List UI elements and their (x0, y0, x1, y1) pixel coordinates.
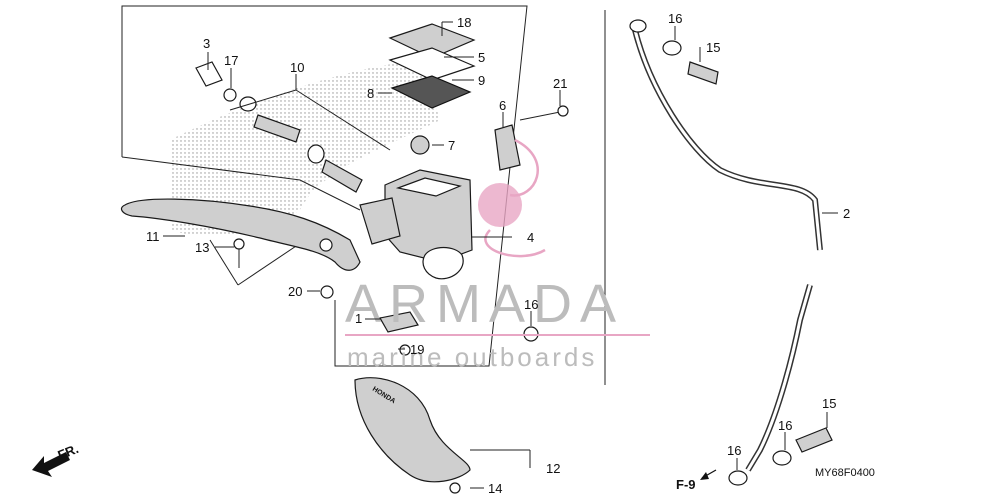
front-arrow-icon (32, 452, 70, 477)
callout-19: 19 (410, 342, 424, 357)
diagram-code: MY68F0400 (815, 467, 875, 479)
callout-16d: 16 (778, 418, 792, 433)
callout-10: 10 (290, 60, 304, 75)
callouts: 1 2 3 4 5 6 7 8 9 10 11 12 13 14 15 15 1… (146, 11, 850, 496)
watermark-brand: ARMADA (345, 274, 624, 334)
callout-14: 14 (488, 481, 502, 496)
front-label: FR. (56, 441, 81, 463)
callout-9: 9 (478, 73, 485, 88)
small-parts (233, 105, 569, 356)
callout-21: 21 (553, 76, 567, 91)
callout-5: 5 (478, 50, 485, 65)
callout-8: 8 (367, 86, 374, 101)
reservoir-cap (388, 23, 476, 109)
front-direction: FR. (32, 441, 81, 477)
watermark: ARMADA marine outboards (345, 138, 650, 372)
callout-17: 17 (224, 53, 238, 68)
callout-7: 7 (448, 138, 455, 153)
master-cylinder (359, 169, 473, 280)
callout-16b: 16 (524, 297, 538, 312)
brake-hose (629, 19, 833, 486)
dotted-shading (170, 60, 440, 236)
callout-6: 6 (499, 98, 506, 113)
callout-11: 11 (146, 229, 160, 244)
callout-3: 3 (203, 36, 210, 51)
callout-15a: 15 (706, 40, 720, 55)
callout-16c: 16 (727, 443, 741, 458)
brake-lever (120, 198, 361, 271)
assembly-frame (121, 5, 606, 385)
watermark-swirl (484, 138, 546, 258)
callout-12: 12 (546, 461, 560, 476)
callout-15b: 15 (822, 396, 836, 411)
watermark-emblem (478, 183, 522, 227)
callout-4: 4 (527, 230, 534, 245)
callout-1: 1 (355, 311, 362, 326)
callout-18: 18 (457, 15, 471, 30)
watermark-tagline: marine outboards (347, 342, 597, 372)
piston-set (195, 61, 363, 193)
callout-2: 2 (843, 206, 850, 221)
callout-20: 20 (288, 284, 302, 299)
leader-lines (163, 21, 838, 489)
callout-13: 13 (195, 240, 209, 255)
knuckle-guard (354, 377, 471, 494)
callout-16a: 16 (668, 11, 682, 26)
section-reference: F-9 (676, 469, 717, 492)
reference-label: F-9 (676, 477, 696, 492)
